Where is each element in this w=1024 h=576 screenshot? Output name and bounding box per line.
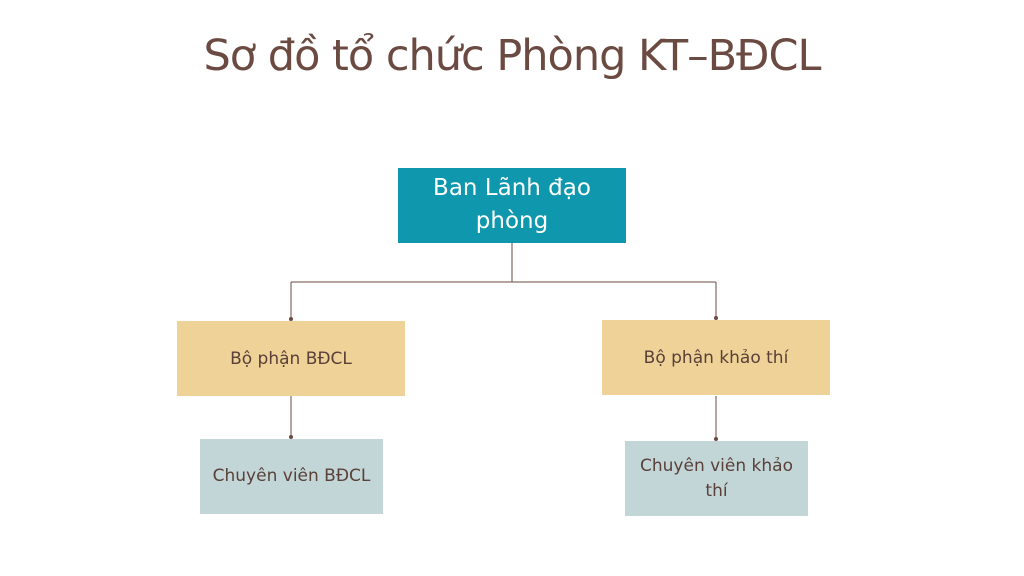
right-branch-arrowhead bbox=[714, 316, 718, 320]
unit-node-bdcl: Bộ phận BĐCL bbox=[177, 321, 405, 396]
staff-node-bdcl: Chuyên viên BĐCL bbox=[200, 439, 383, 514]
right-child-arrowhead bbox=[714, 437, 718, 441]
staff-node-bdcl-label: Chuyên viên BĐCL bbox=[212, 466, 371, 486]
unit-node-khao-thi-label: Bộ phận khảo thí bbox=[643, 347, 789, 368]
staff-node-khao-thi-label: Chuyên viên khảo thí bbox=[640, 455, 793, 501]
page-title: Sơ đồ tổ chức Phòng KT–BĐCL bbox=[203, 31, 822, 81]
left-child-arrowhead bbox=[289, 435, 293, 439]
left-branch-arrowhead bbox=[289, 317, 293, 321]
unit-node-bdcl-label: Bộ phận BĐCL bbox=[230, 348, 352, 369]
staff-node-khao-thi: Chuyên viên khảo thí bbox=[625, 441, 808, 516]
root-node: Ban Lãnh đạo phòng bbox=[398, 168, 626, 243]
unit-node-khao-thi: Bộ phận khảo thí bbox=[602, 320, 830, 395]
root-node-label: Ban Lãnh đạo phòng bbox=[433, 174, 591, 234]
